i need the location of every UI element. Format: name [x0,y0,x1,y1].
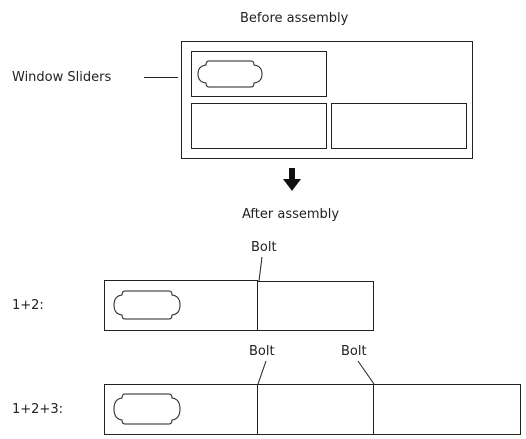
panel-2 [191,103,327,149]
row-1-2-3-label: 1+2+3: [12,402,63,417]
outer-frame [181,41,473,159]
row-1-2-label: 1+2: [12,298,44,313]
before-assembly-title: Before assembly [240,11,349,26]
row-1-2-panel-2 [257,281,374,331]
bolt-label-2: Bolt [249,344,275,359]
row-1-2-3-panel-2 [257,384,374,435]
bolt-label-1: Bolt [251,240,277,255]
window-slider-icon [197,60,263,88]
row-1-2-3-panel-1 [104,384,258,435]
row-1-2-panel-1 [104,280,258,331]
window-slider-icon [113,290,181,320]
panel-3 [331,103,467,149]
window-slider-icon [113,393,181,425]
bolt-leader-1 [258,256,263,282]
bolt-leader-3 [357,360,375,385]
row-1-2-3-panel-3 [373,384,521,435]
window-sliders-label: Window Sliders [12,70,112,85]
bolt-leader-2 [257,360,267,385]
panel-1 [191,51,327,97]
bolt-label-3: Bolt [341,344,367,359]
down-arrow-icon [283,168,301,191]
after-assembly-title: After assembly [242,207,340,222]
